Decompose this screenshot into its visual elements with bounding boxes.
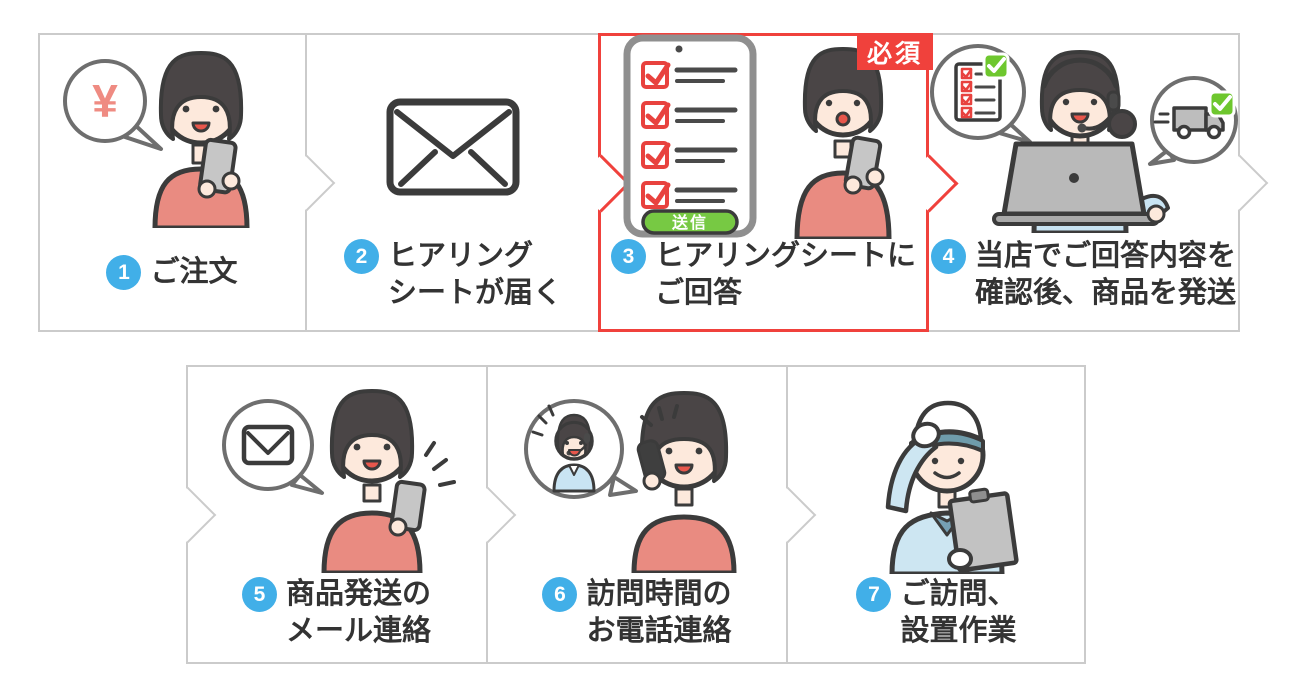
required-badge: 必須 [857, 33, 934, 70]
step-label-line: お電話連絡 [586, 615, 732, 647]
step-label-row: 3 ヒアリングシートに ご回答 [600, 238, 927, 332]
step-cell-7: 7 ご訪問、 設置作業 [787, 365, 1086, 664]
step-cell-6: 6 訪問時間の お電話連絡 [487, 365, 787, 664]
step-label-line: ご注文 [150, 256, 238, 288]
woman-ordering-illustration: ¥ [63, 51, 250, 228]
step-label-row: 5 商品発送の メール連絡 [186, 576, 487, 664]
smartphone-checklist-illustration: 送信 [623, 34, 891, 239]
step-cell-2: 2 ヒアリング シートが届く [306, 33, 600, 332]
worker-figure [885, 400, 1019, 574]
notification-sparkles [423, 440, 456, 487]
step-label-line: 商品発送の [285, 578, 431, 610]
truck-bubble-icon [1147, 76, 1238, 166]
talk-lines [531, 404, 555, 436]
step-cell-1: ¥ [38, 33, 306, 332]
step-number-badge: 6 [542, 577, 578, 612]
step-label-row: 4 当店でご回答内容を 確認後、商品を発送 [927, 238, 1240, 332]
illustration-shop-confirms-and-ships [927, 33, 1240, 238]
step-label-line: 確認後、商品を発送 [974, 277, 1236, 309]
operator-speech-bubble-icon [524, 398, 638, 499]
step-label-row: 6 訪問時間の お電話連絡 [487, 576, 787, 664]
step-number-badge: 4 [930, 239, 966, 274]
woman-figure [794, 46, 891, 239]
woman-calling-illustration [524, 390, 737, 573]
ponytail [1106, 109, 1137, 139]
laptop-icon [991, 141, 1170, 226]
woman-figure [321, 388, 456, 573]
step-label-row: 2 ヒアリング シートが届く [306, 238, 600, 332]
illustration-phone-call [487, 365, 787, 576]
headset-mic [1081, 110, 1116, 131]
yen-symbol: ¥ [92, 75, 118, 127]
step-number-badge: 5 [241, 577, 277, 612]
installation-worker-illustration [885, 400, 1019, 574]
illustration-order: ¥ [38, 33, 306, 238]
step-number-badge: 2 [343, 239, 379, 274]
green-check-icon [982, 52, 1009, 80]
step-label-line: 訪問時間の [586, 578, 732, 610]
step-cell-5: 5 商品発送の メール連絡 [186, 365, 487, 664]
glove [910, 421, 941, 449]
illustration-visit-installation [787, 365, 1086, 576]
step-cell-4: 4 当店でご回答内容を 確認後、商品を発送 [927, 33, 1240, 332]
woman-figure [631, 390, 737, 573]
step-label-row: 1 ご注文 [38, 238, 306, 332]
illustration-hearing-sheet-arrives [306, 33, 600, 238]
illustration-answer-hearing-sheet: 送信 [600, 33, 927, 239]
step-label-line: 設置作業 [900, 615, 1017, 647]
operator-at-laptop-illustration [929, 44, 1238, 233]
step-cell-3: 送信 [600, 33, 927, 332]
envelope-icon [386, 98, 520, 196]
send-button-label: 送信 [670, 213, 707, 232]
step-label-line: ご回答 [654, 277, 742, 309]
checklist-rows [640, 60, 737, 209]
step-number-badge: 7 [856, 577, 892, 612]
step-label-line: ヒアリングシートに [654, 240, 916, 272]
woman-with-mail-bubble-illustration [221, 388, 456, 573]
step-label-line: ご訪問、 [900, 578, 1017, 610]
mail-speech-bubble-icon [221, 398, 324, 495]
step-number-badge: 1 [106, 255, 142, 290]
step-label-line: シートが届く [387, 277, 562, 309]
step-label-line: 当店でご回答内容を [974, 240, 1236, 272]
checklist-phone-icon: 送信 [623, 34, 756, 237]
step-number-badge: 3 [610, 239, 646, 274]
green-check-icon [1208, 90, 1235, 118]
headset-band [1041, 57, 1118, 89]
glove [946, 548, 973, 570]
step-label-line: メール連絡 [285, 615, 431, 647]
illustration-shipping-email [186, 365, 487, 576]
step-label-row: 7 ご訪問、 設置作業 [787, 576, 1086, 664]
step-label-line: ヒアリング [387, 240, 533, 272]
checklist-bubble-icon [929, 44, 1032, 144]
raised-arm [885, 434, 938, 514]
send-button: 送信 [640, 208, 739, 235]
woman-figure [152, 51, 250, 228]
ring-lines [640, 403, 679, 427]
yen-speech-bubble-icon: ¥ [63, 59, 163, 151]
